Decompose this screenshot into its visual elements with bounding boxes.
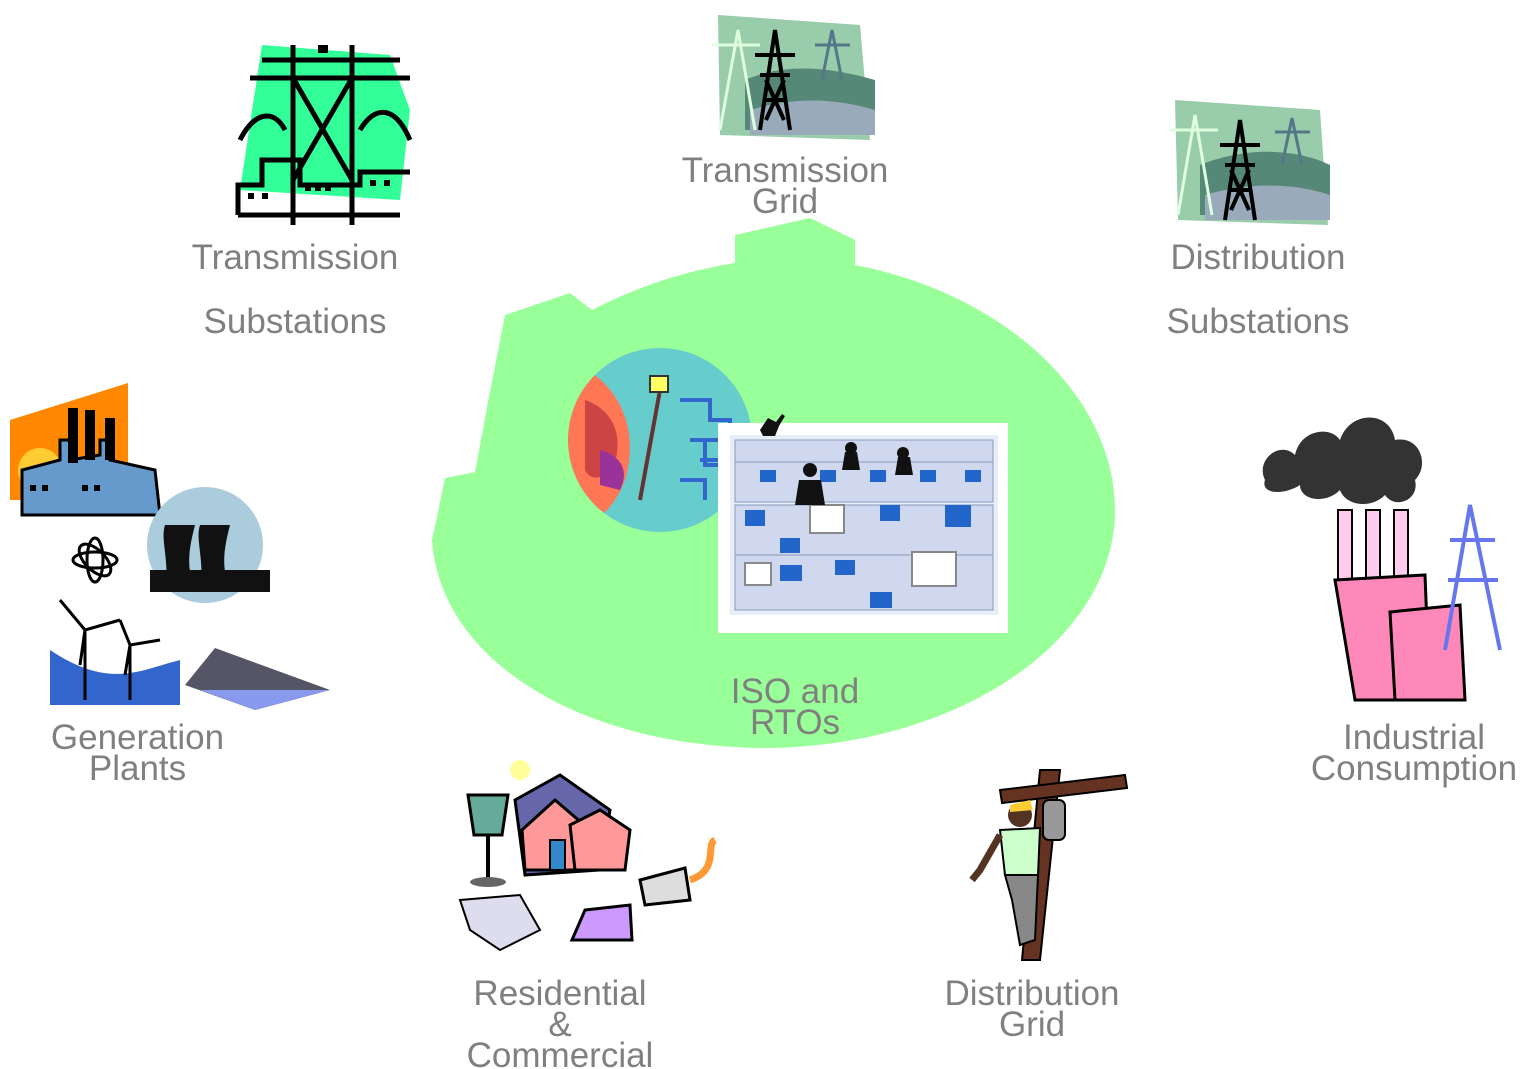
factory-icon bbox=[1262, 417, 1502, 702]
distribution-substation-icon bbox=[1170, 100, 1330, 225]
node-label-industrial-consumption: Industrial Consumption bbox=[1310, 718, 1518, 788]
node-label-residential-commercial: Residential & Commercial bbox=[466, 974, 654, 1069]
operator-illustration bbox=[568, 348, 752, 532]
node-label-transmission-substations: Transmission Substations bbox=[191, 238, 399, 341]
node-label-distribution-grid: Distribution Grid bbox=[944, 974, 1120, 1044]
node-label-transmission-grid: Transmission Grid bbox=[681, 151, 889, 221]
center-label-iso-rtos: ISO and RTOs bbox=[730, 672, 860, 742]
transmission-tower-icon bbox=[712, 15, 875, 140]
control-room-image bbox=[718, 414, 1008, 633]
house-appliances-icon bbox=[458, 760, 718, 952]
power-plants-icon bbox=[10, 383, 330, 710]
node-label-distribution-substations: Distribution Substations bbox=[1166, 238, 1350, 341]
transmission-substation-icon bbox=[235, 45, 413, 225]
lineman-on-pole-icon bbox=[969, 769, 1129, 961]
node-label-generation-plants: Generation Plants bbox=[50, 718, 225, 788]
